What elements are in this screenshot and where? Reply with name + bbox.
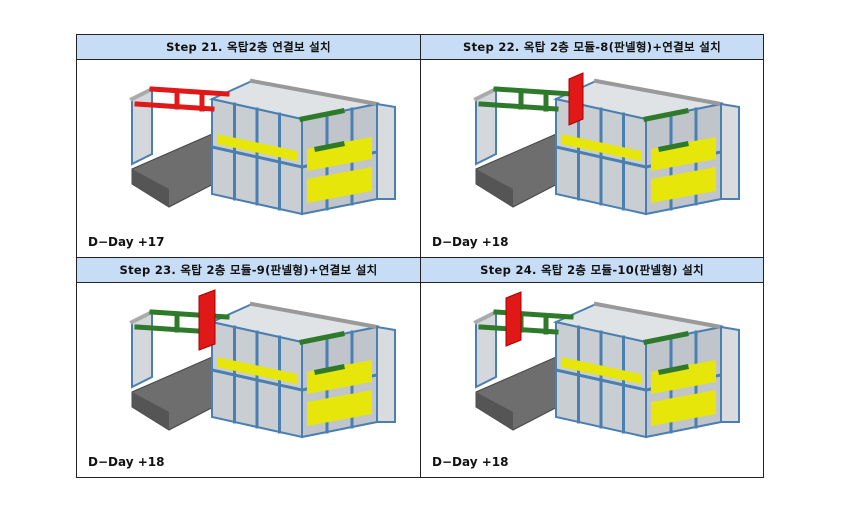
step-title: Step 23. 옥탑 2층 모듈-9(판넬형)+연결보 설치 bbox=[77, 258, 420, 283]
roof-beam bbox=[643, 331, 689, 345]
module-end bbox=[376, 102, 396, 200]
column-divider bbox=[420, 35, 421, 477]
base-slab-side bbox=[476, 169, 513, 207]
frame-beam bbox=[210, 368, 304, 392]
step-illustration: D−Day +18 bbox=[421, 282, 763, 477]
base-slab-side bbox=[132, 169, 169, 207]
floor-slab bbox=[307, 167, 372, 203]
new-panel-module bbox=[505, 291, 522, 347]
step-title: Step 22. 옥탑 2층 모듈-8(판넬형)+연결보 설치 bbox=[421, 35, 763, 60]
step-illustration: D−Day +18 bbox=[421, 59, 763, 257]
roof-edge bbox=[473, 309, 499, 325]
floor-slab bbox=[561, 134, 641, 161]
parapet bbox=[593, 301, 724, 330]
floor-slab bbox=[307, 360, 372, 394]
connection-beam bbox=[149, 309, 230, 320]
frame-beam bbox=[554, 368, 648, 392]
glass-wall bbox=[475, 87, 497, 166]
roof-beam bbox=[658, 364, 689, 375]
row-divider bbox=[77, 257, 763, 258]
building-model-3d bbox=[129, 78, 396, 216]
module-end bbox=[376, 325, 396, 423]
floor-slab bbox=[217, 357, 297, 384]
floor-slab bbox=[651, 360, 716, 394]
glass-wall bbox=[131, 310, 153, 389]
day-label: D−Day +18 bbox=[432, 455, 509, 469]
module-end bbox=[720, 102, 740, 200]
floor-slab bbox=[651, 137, 716, 171]
roof-beam bbox=[299, 331, 345, 345]
roof-beam bbox=[314, 364, 345, 375]
roof-beam bbox=[658, 141, 689, 152]
roof-edge bbox=[129, 309, 155, 325]
step-panel: Step 22. 옥탑 2층 모듈-8(판넬형)+연결보 설치 D−Day +1… bbox=[421, 35, 763, 257]
floor-slab bbox=[307, 390, 372, 426]
floor-slab bbox=[561, 357, 641, 384]
connection-beam bbox=[149, 86, 230, 97]
step-title: Step 24. 옥탑 2층 모듈-10(판넬형) 설치 bbox=[421, 258, 763, 283]
floor-slab bbox=[217, 134, 297, 161]
roof-edge bbox=[473, 86, 499, 102]
connection-beam bbox=[493, 86, 574, 97]
base-slab-side bbox=[476, 392, 513, 430]
parapet bbox=[593, 78, 724, 107]
building-model-3d bbox=[473, 72, 740, 216]
building-model-3d bbox=[129, 289, 396, 439]
roof-beam bbox=[643, 108, 689, 122]
parapet bbox=[249, 78, 380, 107]
glass-wall bbox=[131, 87, 153, 166]
frame-beam bbox=[210, 145, 304, 169]
new-panel-module bbox=[198, 289, 216, 351]
day-label: D−Day +18 bbox=[432, 235, 509, 249]
step-panel: Step 23. 옥탑 2층 모듈-9(판넬형)+연결보 설치 D−Day +1… bbox=[77, 258, 420, 477]
day-label: D−Day +17 bbox=[88, 235, 165, 249]
step-panel: Step 21. 옥탑2층 연결보 설치 D−Day +17 bbox=[77, 35, 420, 257]
step-illustration: D−Day +18 bbox=[77, 282, 420, 477]
floor-slab bbox=[651, 167, 716, 203]
new-panel-module bbox=[568, 72, 584, 126]
parapet bbox=[249, 301, 380, 330]
glass-wall bbox=[475, 310, 497, 389]
floor-slab bbox=[307, 137, 372, 171]
frame-beam bbox=[554, 145, 648, 169]
step-illustration: D−Day +17 bbox=[77, 59, 420, 257]
roof-edge bbox=[129, 86, 155, 102]
floor-slab bbox=[651, 390, 716, 426]
roof-beam bbox=[314, 141, 345, 152]
building-model-3d bbox=[473, 291, 740, 439]
module-end bbox=[720, 325, 740, 423]
step-panel: Step 24. 옥탑 2층 모듈-10(판넬형) 설치 D−Day +18 bbox=[421, 258, 763, 477]
step-title: Step 21. 옥탑2층 연결보 설치 bbox=[77, 35, 420, 60]
base-slab-side bbox=[132, 392, 169, 430]
roof-beam bbox=[299, 108, 345, 122]
day-label: D−Day +18 bbox=[88, 455, 165, 469]
step-table: Step 21. 옥탑2층 연결보 설치 D−Day +17 Step 22. … bbox=[76, 34, 764, 478]
